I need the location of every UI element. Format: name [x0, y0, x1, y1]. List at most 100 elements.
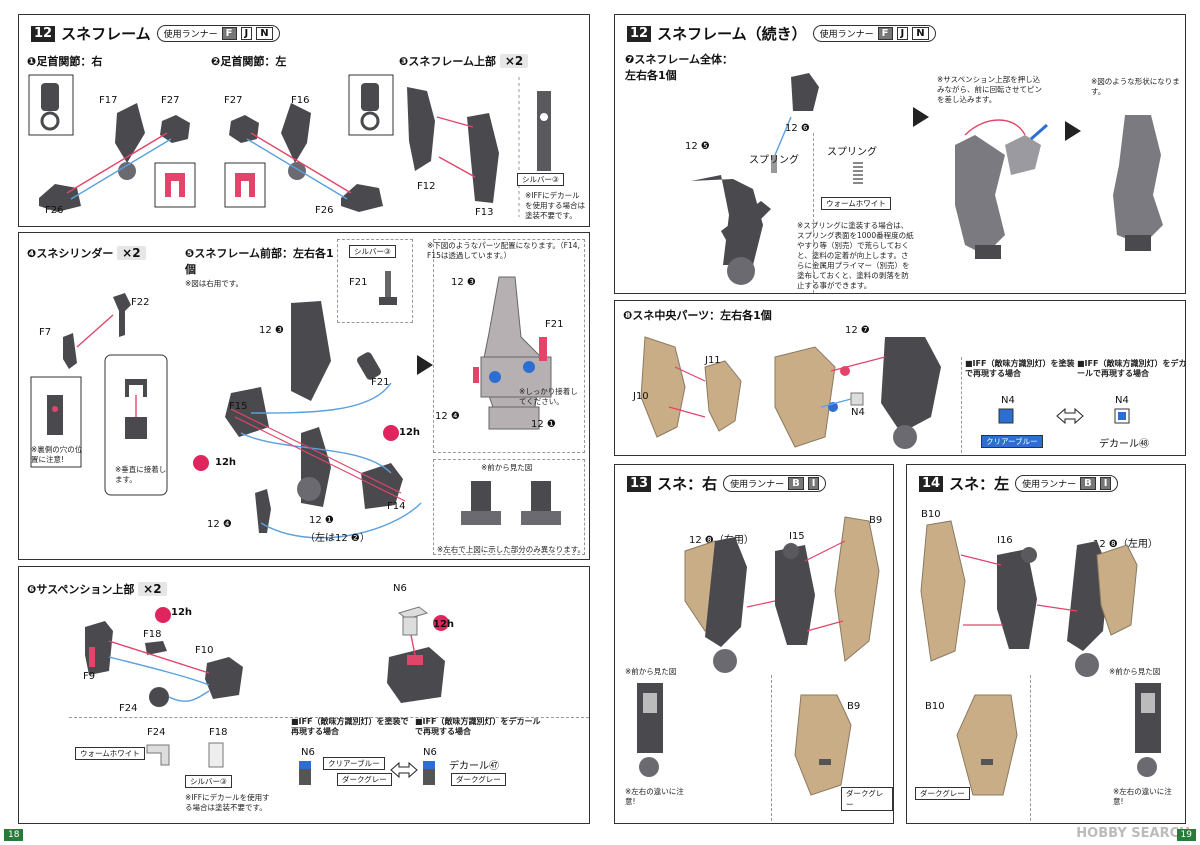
paint-darkgrey-chip-13: ダークグレー	[841, 787, 893, 811]
part-f14-label: F14	[387, 501, 406, 512]
sec14-header: 14 スネ：左 使用ランナー B I	[919, 473, 1119, 494]
shin-cylinder-illustration	[30, 293, 168, 496]
part-12-1-label: 12 ❶	[309, 515, 334, 526]
sec6-divider	[69, 717, 589, 718]
lr-diff-note-13: ※左右の違いに注意!	[625, 787, 684, 806]
part-b10-label: B10	[921, 509, 941, 520]
front-view-note: ※前から見た図	[481, 463, 533, 472]
front-view-note-14: ※前から見た図	[1109, 667, 1161, 676]
paint-clearblue-chip: クリアーブルー	[323, 757, 385, 770]
n6-decal-swatch	[423, 761, 435, 785]
either-arrow-icon-2	[1056, 407, 1084, 425]
step4-title: ❹スネシリンダー ×2	[27, 245, 146, 261]
paint-silver-chip-2: シルバー③	[349, 245, 396, 258]
page-number-left: 18	[4, 829, 24, 841]
next-arrow-icon-3	[1065, 121, 1081, 141]
assembled-12-3-label: 12 ❸	[451, 277, 476, 288]
part-f21b-label: F21	[349, 277, 368, 288]
spring-box	[813, 133, 923, 293]
paint-silver-chip: シルバー③	[517, 173, 564, 186]
part-12-5-label: 12 ❺	[685, 141, 710, 152]
paint-darkgrey-chip: ダークグレー	[337, 773, 392, 786]
cure-time-12h-a: 12h	[399, 427, 421, 438]
firm-glue-note: ※しっかり接着してください。	[519, 387, 578, 406]
iff-paint-heading-2: ■IFF（敵味方識別灯）を塗装で再現する場合	[965, 359, 1075, 378]
suspension-insert-illustration	[955, 119, 1048, 259]
part-j11-label: J11	[705, 355, 721, 366]
section-title: スネフレーム	[61, 25, 151, 43]
decal-47-label: デカール㊼	[449, 761, 499, 772]
part-12-8-left-label: 12 ❽（左用）	[1093, 539, 1158, 550]
part-f27-label: F27	[161, 95, 180, 106]
suspension-upper-illustration	[85, 607, 243, 707]
ankle-joint-left-illustration	[224, 74, 394, 212]
f21-silver-box	[337, 239, 413, 323]
page-18: 12 スネフレーム 使用ランナー F J N ❶足首関節：右 ❷足首関節：左 ❸…	[4, 14, 590, 841]
sec13-header: 13 スネ：右 使用ランナー B I	[627, 473, 827, 494]
cure-time-12h-b: 12h	[215, 457, 237, 468]
part-f15-label: F15	[229, 401, 248, 412]
n4-paint-swatch	[998, 408, 1014, 424]
paint-clearblue-chip-2: クリアーブルー	[981, 435, 1043, 448]
part-f16-label: F16	[291, 95, 310, 106]
part-i15-label: I15	[789, 531, 805, 542]
n4-decal-swatch	[1114, 408, 1130, 424]
shape-result-illustration	[1113, 115, 1163, 251]
lr-diff-note-14: ※左右の違いに注意!	[1113, 787, 1172, 806]
b10-box	[911, 675, 1031, 821]
panel-sec14: 14 スネ：左 使用ランナー B I B10 I16 12 ❽（左用） ※前から…	[906, 464, 1186, 824]
spring-label: スプリング	[749, 155, 799, 166]
paint-darkgrey-chip-2: ダークグレー	[451, 773, 506, 786]
paint-n6-label: N6	[301, 747, 315, 758]
front-view-note-13: ※前から見た図	[625, 667, 677, 676]
next-arrow-icon-2	[913, 107, 929, 127]
b9-box	[771, 675, 891, 821]
cure-time-12h-c: 12h	[171, 607, 193, 618]
part-f17-label: F17	[99, 95, 118, 106]
part-f26-label: F26	[45, 205, 64, 216]
shin-frame-upper-illustration	[407, 77, 551, 217]
suspension-insert-note: ※サスペンション上部を押し込みながら、前に回転させてピンを差し込みます。	[937, 75, 1042, 104]
part-f21-label: F21	[371, 377, 390, 388]
b9-plate-illustration	[794, 694, 852, 796]
b10-plate-illustration	[956, 694, 1018, 796]
page-19: 12 スネフレーム（続き） 使用ランナー F J N ❼スネフレーム全体：左右各…	[600, 0, 1200, 845]
runner-badge-12b: 使用ランナー F J N	[812, 25, 936, 42]
section-title-12b: スネフレーム（続き）	[657, 25, 807, 43]
sec12-header: 12 スネフレーム 使用ランナー F J N	[31, 23, 280, 44]
panel-sec6: ❻サスペンション上部 ×2 F18 F10 F9 F24 12h N6 12h	[18, 566, 590, 824]
decal-n6-label: N6	[423, 747, 437, 758]
lr-diff-note: ※左右で上図に示した部分のみ異なります。	[437, 545, 586, 554]
part-12-4-label: 12 ❹	[207, 519, 232, 530]
paint-warmwhite-chip-2: ウォームホワイト	[821, 197, 891, 210]
panel-sec12-cont: 12 スネフレーム（続き） 使用ランナー F J N ❼スネフレーム全体：左右各…	[614, 14, 1186, 294]
either-arrow-icon	[390, 761, 418, 779]
part-f12-label: F12	[417, 181, 436, 192]
assembled-frame-illustration	[473, 276, 552, 430]
panel-sec12: 12 スネフレーム 使用ランナー F J N ❶足首関節：右 ❷足首関節：左 ❸…	[18, 14, 590, 227]
front-view-comparison	[461, 481, 561, 525]
cure-time-12h-d: 12h	[433, 619, 455, 630]
part-f22-label: F22	[131, 297, 150, 308]
decal-48-label: デカール㊽	[1099, 439, 1149, 450]
paint-silver-chip-3: シルバー③	[185, 775, 232, 788]
shin-left-illustration	[920, 520, 1138, 677]
panel-sec4-5: ❹スネシリンダー ×2 ❺スネフレーム前部：左右各1個 ※図は右用です。 F7 …	[18, 232, 590, 560]
front-view-box	[433, 459, 585, 555]
watermark: HOBBY SEARCH	[1076, 826, 1190, 841]
runner-badge: 使用ランナー F J N	[156, 25, 280, 42]
part-b10b-label: B10	[925, 701, 945, 712]
detail-f18-label: F18	[209, 727, 228, 738]
paint-n4-label: N4	[1001, 395, 1015, 406]
n6-paint-swatch	[299, 761, 311, 785]
part-f10-label: F10	[195, 645, 214, 656]
step8-title: ❽スネ中央パーツ：左右各1個	[623, 309, 772, 322]
part-f9-label: F9	[83, 671, 96, 682]
ankle-joint-right-illustration	[28, 74, 196, 212]
part-12-6-label: 12 ❻	[785, 123, 810, 134]
spring-label-2: スプリング	[827, 147, 877, 158]
shin-frame-front-illustration	[193, 301, 422, 539]
part-j10-label: J10	[633, 391, 649, 402]
part-b9-label: B9	[869, 515, 883, 526]
part-f7-label: F7	[39, 327, 52, 338]
